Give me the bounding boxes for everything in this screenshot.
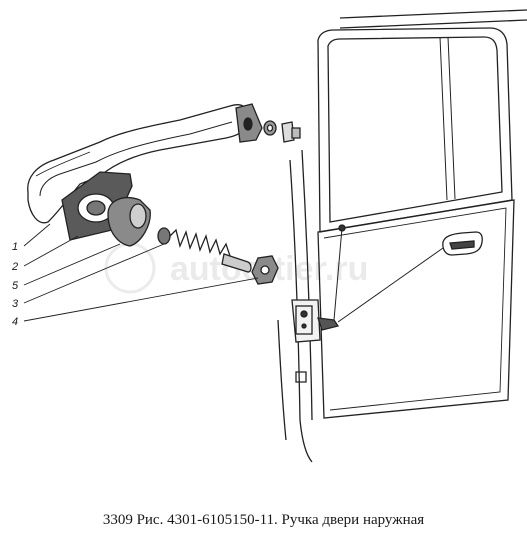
callout-1: 1	[12, 241, 18, 253]
callout-labels: 1 2 5 3 4	[11, 241, 19, 328]
callout-5: 5	[12, 280, 19, 292]
callout-3: 3	[12, 298, 19, 310]
door-panel	[277, 9, 527, 463]
callout-4: 4	[12, 316, 18, 328]
leader-lines	[23, 223, 259, 322]
handle-assembly	[27, 103, 301, 285]
callout-2: 2	[11, 261, 18, 273]
figure-caption: 3309 Рис. 4301-6105150-11. Ручка двери н…	[102, 512, 425, 528]
